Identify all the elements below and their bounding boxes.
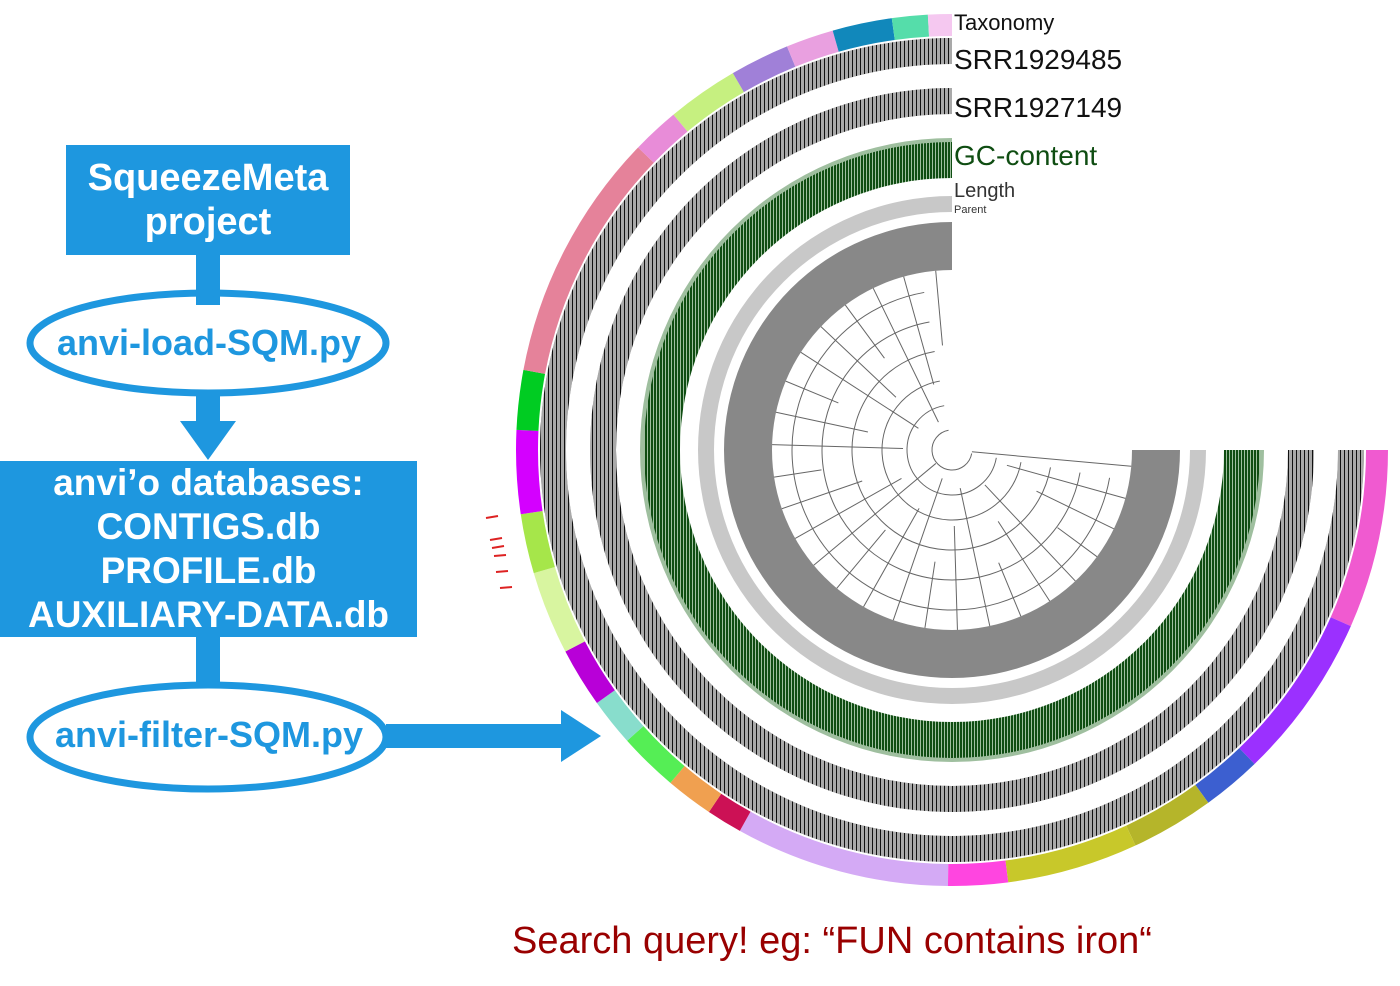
- tree-branch: [971, 451, 1132, 467]
- project-box-line-1: SqueezeMeta: [87, 157, 329, 199]
- taxonomy-segment: [832, 18, 895, 52]
- tree-branch: [872, 287, 939, 423]
- layer-label-length: Length: [954, 180, 1016, 202]
- layer-label-sample-2: SRR1927149: [954, 92, 1123, 123]
- radial-rings: [540, 38, 1364, 862]
- arrow-shaft: [386, 724, 564, 748]
- down-arrow: [180, 421, 236, 460]
- taxonomy-segment: [565, 641, 615, 704]
- tree-branch: [924, 561, 936, 629]
- tree-branch: [1057, 527, 1098, 558]
- taxonomy-ring: [515, 14, 1388, 886]
- tree-branch: [863, 508, 920, 608]
- tree-arc: [931, 429, 973, 471]
- layer-label-parent: Parent: [954, 204, 987, 216]
- databases-box-line-2: CONTIGS.db: [96, 506, 321, 547]
- tree-branch: [997, 521, 1051, 602]
- tree-branch: [775, 411, 869, 433]
- tree-branch: [998, 562, 1022, 617]
- connector-3: [196, 637, 220, 685]
- taxonomy-segment: [533, 566, 585, 652]
- tree-branch: [844, 304, 885, 359]
- tree-arc: [851, 351, 1051, 551]
- tree-branch: [772, 444, 904, 450]
- tree-branch: [773, 469, 822, 478]
- taxonomy-segment: [515, 429, 543, 515]
- tree-branch: [903, 276, 935, 385]
- layer-label-taxonomy: Taxonomy: [954, 10, 1055, 35]
- tree-branch: [794, 478, 902, 539]
- search-query-text: Search query! eg: “FUN contains iron“: [512, 920, 1152, 962]
- taxonomy-segment: [1330, 450, 1388, 627]
- tree-arc: [821, 321, 1081, 581]
- tree-branch: [781, 480, 863, 510]
- taxonomy-segment: [516, 369, 546, 431]
- layer-label-sample-1: SRR1929485: [954, 44, 1123, 75]
- squeezemeta-project-box: SqueezeMeta project: [66, 145, 350, 255]
- dendrogram-tree: [772, 270, 1132, 630]
- tree-branch: [892, 478, 943, 621]
- taxonomy-segment: [673, 73, 744, 132]
- search-hit-marks: [485, 515, 513, 589]
- tree-branch: [1006, 464, 1126, 499]
- tree-arc: [791, 291, 1111, 611]
- taxonomy-segment: [1126, 784, 1209, 846]
- taxonomy-segment: [1239, 617, 1351, 764]
- databases-box-line-3: PROFILE.db: [100, 550, 317, 591]
- load-script-label: anvi-load-SQM.py: [56, 322, 362, 363]
- tree-branch: [935, 270, 943, 346]
- taxonomy-segment: [1195, 748, 1255, 803]
- tree-arc: [881, 380, 1022, 521]
- taxonomy-segment: [520, 510, 555, 574]
- databases-box-line-1: anvi’o databases:: [53, 462, 364, 503]
- tree-branch: [836, 529, 886, 589]
- tree-branch: [820, 326, 897, 398]
- connector-2: [196, 393, 220, 423]
- filter-script-label: anvi-filter-SQM.py: [54, 714, 364, 755]
- tree-arc: [906, 405, 997, 496]
- taxonomy-segment: [627, 726, 685, 783]
- right-arrow-head: [561, 710, 601, 762]
- project-box-line-2: project: [144, 201, 272, 243]
- tree-branch: [959, 488, 991, 627]
- taxonomy-segment: [732, 46, 796, 93]
- tree-branch: [785, 380, 839, 404]
- taxonomy-segment: [1005, 825, 1136, 883]
- databases-box-line-4: AUXILIARY-DATA.db: [27, 594, 390, 635]
- taxonomy-segment: [787, 30, 839, 67]
- layer-label-gc-content: GC-content: [954, 140, 1098, 171]
- taxonomy-segment: [596, 690, 644, 741]
- taxonomy-segment: [891, 14, 930, 40]
- taxonomy-segment: [638, 114, 688, 163]
- tree-branch: [953, 525, 958, 630]
- taxonomy-segment: [739, 811, 949, 886]
- connector-1: [196, 255, 220, 305]
- tree-branch: [1036, 490, 1115, 530]
- taxonomy-segment: [523, 147, 654, 374]
- taxonomy-segment: [708, 793, 751, 831]
- taxonomy-segment: [670, 766, 722, 812]
- length-ring: [698, 196, 1206, 704]
- taxonomy-segment: [947, 860, 1009, 886]
- tree-branch: [800, 351, 919, 429]
- taxonomy-segment: [927, 14, 952, 37]
- anvio-databases-box: anvi’o databases: CONTIGS.db PROFILE.db …: [0, 461, 417, 637]
